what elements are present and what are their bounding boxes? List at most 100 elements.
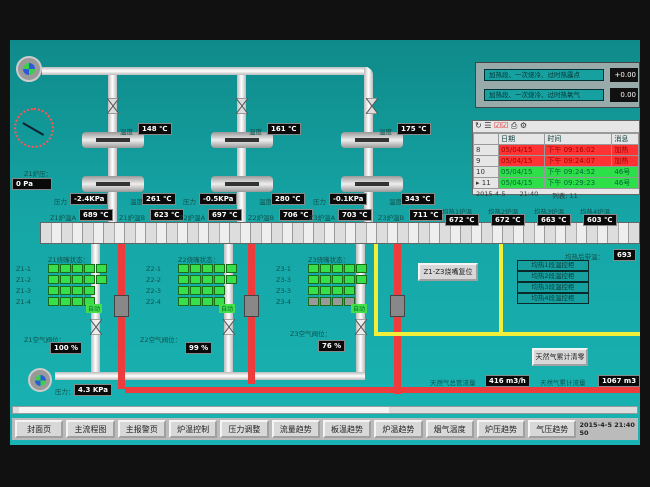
nozzle-status-indicator[interactable] (320, 297, 331, 306)
nav-button[interactable]: 炉温控制 (168, 420, 218, 438)
nav-button[interactable]: 主报警页 (117, 420, 166, 438)
nozzle-status-indicator[interactable] (48, 286, 59, 295)
column-header[interactable]: 时间 (544, 133, 613, 145)
nozzle-status-indicator[interactable] (332, 264, 343, 273)
nozzle-status-indicator[interactable] (190, 286, 201, 295)
burner-2-air-valve-icon[interactable] (235, 97, 249, 115)
nav-button[interactable]: 板温趋势 (322, 420, 372, 438)
refresh-icon[interactable]: ↻ (475, 121, 482, 130)
burner-3-air-valve-icon[interactable] (365, 97, 379, 115)
soak-control-2-button[interactable]: 均热2段温控柜 (517, 271, 589, 282)
nozzle-status-indicator[interactable] (190, 264, 201, 273)
nozzle-status-indicator[interactable] (308, 275, 319, 284)
nav-button[interactable]: 炉压趋势 (476, 420, 526, 438)
nozzle-status-indicator[interactable] (214, 264, 225, 273)
nozzle-status-indicator[interactable] (356, 275, 367, 284)
nav-button[interactable]: 流量趋势 (271, 420, 320, 438)
nozzle-reset-button[interactable]: Z1-Z3烧嘴复位 (418, 263, 478, 281)
soak-control-3-button[interactable]: 均热3段温控柜 (517, 282, 589, 293)
nozzle-status-indicator[interactable] (344, 275, 355, 284)
nozzle-status-indicator[interactable] (190, 297, 201, 306)
ack-icon[interactable]: ☑☑ (493, 121, 509, 130)
nozzle-status-indicator[interactable] (226, 264, 237, 273)
nozzle-status-indicator[interactable] (308, 297, 319, 306)
nozzle-status-indicator[interactable] (48, 297, 59, 306)
air-main-pipe (42, 67, 368, 75)
burner-1-air-valve-icon[interactable] (106, 97, 120, 115)
nozzle-status-indicator[interactable] (60, 275, 71, 284)
nozzle-status-indicator[interactable] (214, 286, 225, 295)
nozzle-status-indicator[interactable] (178, 264, 189, 273)
nozzle-status-indicator[interactable] (332, 275, 343, 284)
nozzle-status-indicator[interactable] (308, 264, 319, 273)
column-header[interactable]: 消息 (611, 133, 639, 145)
nozzle-status-indicator[interactable] (320, 275, 331, 284)
nozzle-status-indicator[interactable] (96, 264, 107, 273)
z1-gas-valve-icon[interactable] (114, 295, 129, 317)
nozzle-status-indicator[interactable] (344, 297, 355, 306)
settings-icon[interactable]: ⚙ (519, 121, 527, 130)
z3-gas-valve-icon[interactable] (390, 295, 405, 317)
nozzle-status-indicator[interactable] (320, 264, 331, 273)
nozzle-status-indicator[interactable] (202, 297, 213, 306)
soak-control-1-button[interactable]: 均热1段温控柜 (517, 260, 589, 271)
event-idx: 9 (473, 155, 499, 167)
nozzle-status-indicator[interactable] (72, 286, 83, 295)
nozzle-status-indicator[interactable] (332, 286, 343, 295)
nozzle-status-indicator[interactable] (60, 264, 71, 273)
column-header[interactable] (473, 133, 499, 145)
column-header[interactable]: 日期 (497, 133, 546, 145)
nozzle-status-indicator[interactable] (202, 275, 213, 284)
nozzle-status-indicator[interactable] (84, 275, 95, 284)
nozzle-status-indicator[interactable] (96, 275, 107, 284)
print-icon[interactable]: ⎙ (510, 121, 518, 130)
event-time: 下午 09:16:02 (544, 144, 613, 156)
nozzle-status-indicator[interactable] (190, 275, 201, 284)
nav-button[interactable]: 压力调整 (220, 420, 269, 438)
gas-total-clear-button[interactable]: 天然气累计清零 (532, 348, 588, 366)
horizontal-scrollbar[interactable] (12, 406, 638, 414)
nozzle-status-indicator[interactable] (60, 297, 71, 306)
scrollbar-thumb[interactable] (19, 407, 389, 413)
nozzle-status-indicator[interactable] (202, 264, 213, 273)
nozzle-status-indicator[interactable] (84, 286, 95, 295)
nav-button[interactable]: 主流程图 (66, 420, 115, 438)
soak-control-4-button[interactable]: 均热4段温控柜 (517, 293, 589, 304)
nav-button[interactable]: 气压趋势 (528, 420, 577, 438)
footer-time: 21:40 (519, 190, 539, 198)
nozzle-status-indicator[interactable] (84, 264, 95, 273)
nozzle-status-indicator[interactable] (214, 275, 225, 284)
nozzle-status-indicator[interactable] (48, 275, 59, 284)
nozzle-status-indicator[interactable] (178, 275, 189, 284)
nav-button[interactable]: 烟气温度 (425, 420, 474, 438)
nozzle-status-indicator[interactable] (72, 275, 83, 284)
nozzle-status-indicator[interactable] (72, 264, 83, 273)
z2-air-valve-icon[interactable] (222, 318, 236, 336)
nozzle-status-indicator[interactable] (72, 297, 83, 306)
nozzle-row-label: Z2-1 (146, 265, 162, 273)
nozzle-status-indicator[interactable] (308, 286, 319, 295)
air-pipe-drop-2 (237, 75, 246, 222)
nozzle-status-indicator[interactable] (320, 286, 331, 295)
nozzle-status-indicator[interactable] (48, 264, 59, 273)
z2-gas-valve-icon[interactable] (244, 295, 259, 317)
nozzle-status-indicator[interactable] (60, 286, 71, 295)
nav-button[interactable]: 封面页 (15, 420, 64, 438)
nozzle-status-indicator[interactable] (226, 275, 237, 284)
z3-air-valve-icon[interactable] (354, 318, 368, 336)
list-icon[interactable]: ☰ (484, 121, 492, 130)
nozzle-status-indicator[interactable] (344, 264, 355, 273)
nozzle-status-indicator[interactable] (332, 297, 343, 306)
z1-air-valve-icon[interactable] (89, 318, 103, 336)
nozzle-status-group (178, 297, 225, 306)
nozzle-status-indicator[interactable] (356, 264, 367, 273)
nav-button[interactable]: 炉温趋势 (374, 420, 423, 438)
nozzle-status-indicator[interactable] (344, 286, 355, 295)
nozzle-status-indicator[interactable] (178, 286, 189, 295)
nozzle-status-indicator[interactable] (202, 286, 213, 295)
nozzle-status-indicator[interactable] (178, 297, 189, 306)
